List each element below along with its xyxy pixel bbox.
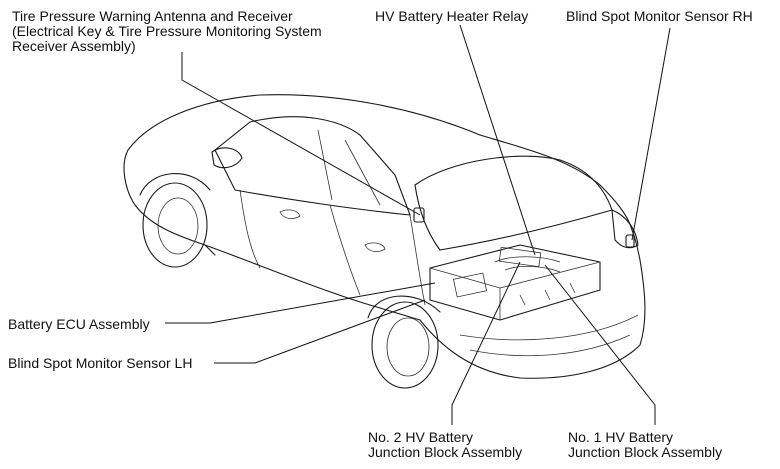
label-battery-ecu: Battery ECU Assembly bbox=[8, 316, 150, 332]
tpws-receiver bbox=[413, 207, 425, 223]
bsm-rh-sensor bbox=[625, 234, 635, 248]
label-no1-junction-block: No. 1 HV Battery Junction Block Assembly bbox=[568, 429, 723, 460]
label-hv-battery-heater-relay: HV Battery Heater Relay bbox=[375, 8, 529, 24]
car-body-outline bbox=[123, 94, 646, 379]
hv-battery-pack bbox=[429, 244, 601, 321]
front-wheel bbox=[139, 173, 211, 268]
label-no2-junction-block: No. 2 HV Battery Junction Block Assembly bbox=[368, 429, 523, 460]
rear-wheel bbox=[367, 295, 441, 389]
label-bsm-lh: Blind Spot Monitor Sensor LH bbox=[8, 355, 193, 371]
leader-lines bbox=[165, 24, 671, 425]
label-bsm-rh: Blind Spot Monitor Sensor RH bbox=[566, 8, 753, 24]
label-tpws-receiver: Tire Pressure Warning Antenna and Receiv… bbox=[12, 8, 322, 54]
